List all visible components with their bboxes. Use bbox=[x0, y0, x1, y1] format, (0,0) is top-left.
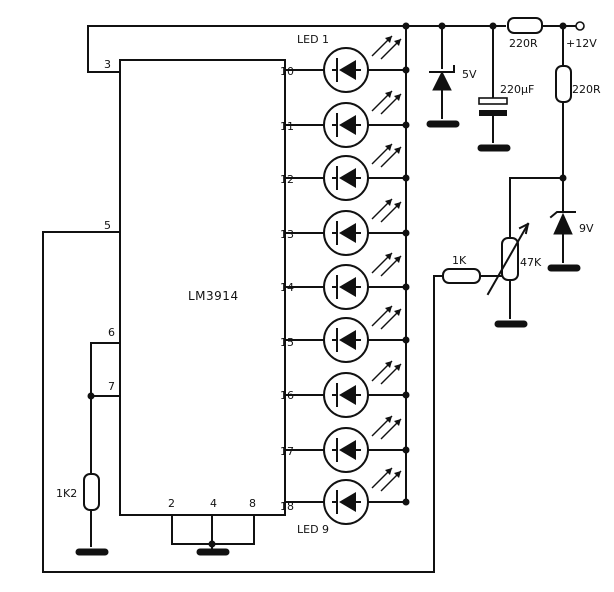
junction-zener5v bbox=[438, 22, 446, 30]
capacitor-label: 220µF bbox=[500, 83, 534, 96]
lm3914-ic-body bbox=[119, 59, 286, 516]
pin3-to-top-rail-wire bbox=[87, 25, 506, 73]
resistor-1k-label: 1K bbox=[452, 254, 467, 267]
potentiometer-47k bbox=[486, 222, 530, 296]
resistor-series-label: 220R bbox=[509, 37, 538, 50]
junction-led-5 bbox=[402, 283, 410, 291]
pin-15-label: 15 bbox=[280, 336, 294, 349]
junction-led-1 bbox=[402, 66, 410, 74]
pin-17-label: 17 bbox=[280, 445, 294, 458]
zener-5v-label: 5V bbox=[462, 68, 477, 81]
pin-4-label: 4 bbox=[210, 497, 217, 510]
led-5 bbox=[284, 252, 410, 310]
led-4 bbox=[284, 198, 410, 256]
junction-bottom bbox=[208, 540, 216, 548]
zener-5v bbox=[426, 25, 460, 128]
led-3 bbox=[284, 143, 410, 201]
capacitor-220uf bbox=[477, 25, 511, 152]
resistor-1k bbox=[42, 231, 481, 573]
pin-13-label: 13 bbox=[280, 228, 294, 241]
pin-7-label: 7 bbox=[108, 380, 115, 393]
pin-5-label: 5 bbox=[104, 219, 111, 232]
junction-led-9 bbox=[402, 498, 410, 506]
resistor-1k2 bbox=[75, 473, 109, 556]
pin-2-label: 2 bbox=[168, 497, 175, 510]
led-9 bbox=[284, 467, 410, 525]
resistor-220r-vertical bbox=[555, 25, 572, 213]
pot-top-wire bbox=[509, 177, 564, 239]
led-8 bbox=[284, 415, 410, 473]
pot-label: 47K bbox=[520, 256, 542, 269]
zener-9v bbox=[547, 211, 581, 272]
zener-9v-label: 9V bbox=[579, 222, 594, 235]
junction-led-3 bbox=[402, 174, 410, 182]
junction-pin7 bbox=[87, 392, 95, 400]
resistor-1k2-label: 1K2 bbox=[56, 487, 77, 500]
pin-3-label: 3 bbox=[104, 58, 111, 71]
junction-top-bus bbox=[402, 22, 410, 30]
led-ladder bbox=[284, 35, 410, 525]
junction-led-8 bbox=[402, 446, 410, 454]
supply-terminal bbox=[575, 21, 585, 31]
supply-label: +12V bbox=[566, 37, 597, 50]
ic-label: LM3914 bbox=[188, 289, 239, 303]
pin-11-label: 11 bbox=[280, 120, 294, 133]
pin-12-label: 12 bbox=[280, 173, 294, 186]
led-2 bbox=[284, 90, 410, 148]
led-6 bbox=[284, 305, 410, 363]
junction-led-6 bbox=[402, 336, 410, 344]
junction-led-4 bbox=[402, 229, 410, 237]
resistor-220r-series bbox=[507, 17, 577, 34]
pin6-wire bbox=[90, 342, 121, 475]
led-9-label: LED 9 bbox=[297, 523, 329, 536]
pin-8-label: 8 bbox=[249, 497, 256, 510]
resistor-vertical-label: 220R bbox=[572, 83, 601, 96]
led-7 bbox=[284, 360, 410, 418]
junction-cap bbox=[489, 22, 497, 30]
pin-18-label: 18 bbox=[280, 500, 294, 513]
junction-led-2 bbox=[402, 121, 410, 129]
led-1-label: LED 1 bbox=[297, 33, 329, 46]
pin-6-label: 6 bbox=[108, 326, 115, 339]
junction-led-7 bbox=[402, 391, 410, 399]
led-1 bbox=[284, 35, 410, 93]
pin-10-label: 10 bbox=[280, 65, 294, 78]
